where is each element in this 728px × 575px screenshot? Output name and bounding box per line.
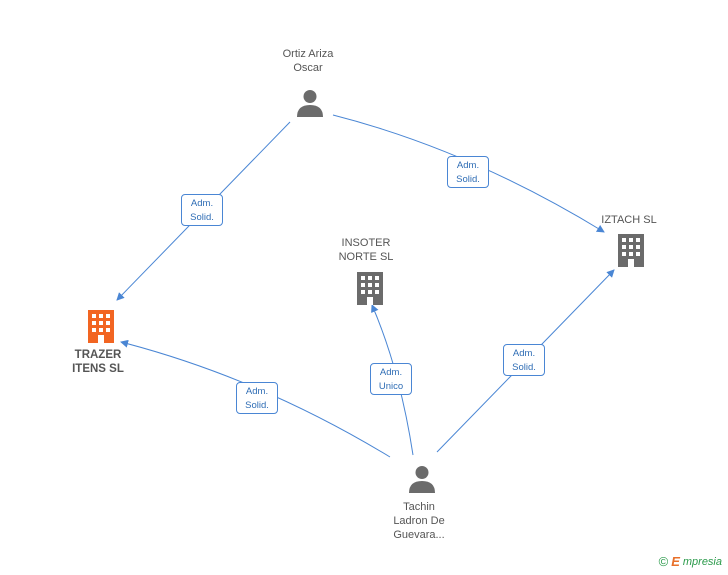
building-icon	[357, 272, 383, 305]
edge-label-ortiz-trazer[interactable]: Adm. Solid.	[181, 194, 223, 226]
node-label-trazer-itens-sl[interactable]: TRAZER ITENS SL	[72, 349, 124, 375]
edge-label-tachin-trazer[interactable]: Adm. Solid.	[236, 382, 278, 414]
brand-name: mpresia	[682, 555, 722, 568]
node-label-tachin-ladron-de-guevara[interactable]: Tachin Ladron De Guevara...	[393, 501, 445, 541]
building-icon	[88, 310, 114, 343]
node-label-ortiz-ariza-oscar[interactable]: Ortiz Ariza Oscar	[282, 48, 334, 74]
edge-label-tachin-iztach[interactable]: Adm. Solid.	[503, 344, 545, 376]
node-label-insoter-norte-sl[interactable]: INSOTER NORTE SL	[338, 237, 394, 263]
brand-logo-initial: E	[671, 554, 680, 569]
edge-label-tachin-insoter[interactable]: Adm. Unico	[370, 363, 412, 395]
copyright-symbol: ©	[658, 554, 669, 569]
edge-label-ortiz-iztach[interactable]: Adm. Solid.	[447, 156, 489, 188]
node-label-iztach-sl[interactable]: IZTACH SL	[601, 214, 657, 226]
building-icon	[618, 234, 644, 267]
person-icon	[297, 90, 323, 117]
person-icon	[409, 466, 435, 493]
